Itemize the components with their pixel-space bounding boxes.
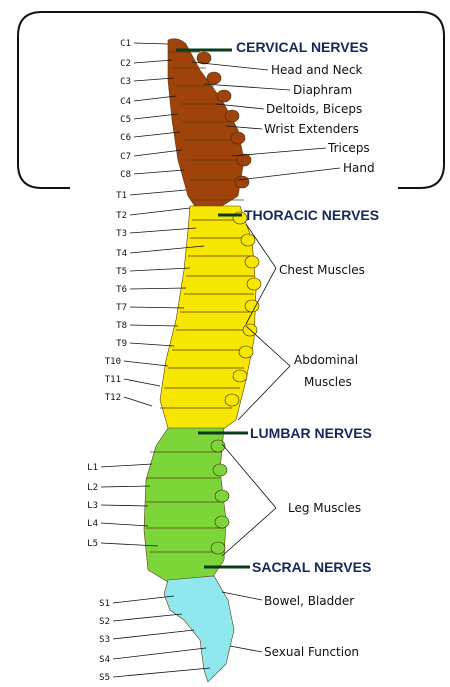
vertebra-lead-c8 bbox=[134, 170, 184, 174]
vertebra-lead-t10 bbox=[124, 361, 168, 366]
vertebra-label-l3: L3 bbox=[87, 501, 98, 511]
hand-label: Hand bbox=[343, 161, 375, 175]
spinous-process bbox=[215, 516, 229, 528]
bowel-bladder-label: Bowel, Bladder bbox=[264, 594, 354, 608]
vertebra-lead-s5 bbox=[113, 668, 210, 677]
vertebra-label-c5: C5 bbox=[120, 115, 131, 125]
vertebra-lead-t5 bbox=[130, 268, 190, 271]
vertebra-label-t9: T9 bbox=[116, 339, 127, 349]
vertebra-lead-t6 bbox=[130, 288, 186, 289]
spinous-process bbox=[217, 90, 231, 102]
vertebra-label-l4: L4 bbox=[87, 519, 98, 529]
bowel-lead bbox=[222, 592, 262, 600]
vertebra-lead-c2 bbox=[134, 60, 172, 63]
vertebra-lead-t1 bbox=[130, 190, 186, 195]
spine-column bbox=[144, 39, 261, 682]
vertebra-label-t2: T2 bbox=[116, 211, 127, 221]
vertebra-lead-l1 bbox=[101, 464, 152, 467]
cervical-nerves-label: CERVICAL NERVES bbox=[236, 39, 368, 55]
spinous-process bbox=[233, 370, 247, 382]
vertebra-lead-l2 bbox=[101, 486, 150, 487]
vertebra-label-s3: S3 bbox=[99, 635, 110, 645]
vertebra-label-t11: T11 bbox=[105, 375, 121, 385]
diaphram-label: Diaphram bbox=[293, 83, 352, 97]
vertebra-label-s4: S4 bbox=[99, 655, 110, 665]
abdominal-muscles-label: Muscles bbox=[304, 375, 352, 389]
spinous-process bbox=[225, 394, 239, 406]
vertebra-label-c8: C8 bbox=[120, 170, 131, 180]
vertebra-lead-t12 bbox=[124, 397, 152, 406]
sexual-lead bbox=[230, 646, 262, 652]
vertebra-lead-t9 bbox=[130, 343, 174, 346]
head-and-neck-label: Head and Neck bbox=[271, 63, 363, 77]
vertebra-label-s2: S2 bbox=[99, 617, 110, 627]
vertebra-label-l5: L5 bbox=[87, 539, 98, 549]
vertebra-label-t12: T12 bbox=[105, 393, 121, 403]
spinous-process bbox=[213, 464, 227, 476]
wrist-extenders-label: Wrist Extenders bbox=[264, 122, 359, 136]
vertebra-lead-s4 bbox=[113, 648, 206, 659]
vertebra-label-t3: T3 bbox=[116, 229, 127, 239]
spinous-process bbox=[237, 154, 251, 166]
vertebra-lead-l3 bbox=[101, 505, 148, 506]
vertebra-label-t7: T7 bbox=[116, 303, 127, 313]
spinous-process bbox=[245, 300, 259, 312]
triceps-label: Triceps bbox=[327, 141, 370, 155]
abdominal-label: Abdominal bbox=[294, 353, 358, 367]
triceps-lead bbox=[232, 148, 326, 156]
deltoids-biceps-label: Deltoids, Biceps bbox=[266, 102, 362, 116]
vertebra-lead-t8 bbox=[130, 325, 178, 326]
vertebra-label-c4: C4 bbox=[120, 97, 131, 107]
vertebra-label-t5: T5 bbox=[116, 267, 127, 277]
spinous-process bbox=[235, 176, 249, 188]
vertebra-lead-t3 bbox=[130, 228, 196, 233]
vertebra-lead-t11 bbox=[124, 379, 160, 386]
sacral-nerves-label: SACRAL NERVES bbox=[252, 559, 371, 575]
vertebra-lead-s1 bbox=[113, 596, 174, 603]
vertebra-lead-t2 bbox=[130, 208, 190, 215]
vertebra-lead-s3 bbox=[113, 630, 194, 639]
vertebra-label-c6: C6 bbox=[120, 133, 131, 143]
vertebra-lead-s2 bbox=[113, 614, 182, 621]
chest-muscles-label: Chest Muscles bbox=[279, 263, 365, 277]
vertebra-label-l1: L1 bbox=[87, 463, 98, 473]
diaphram-lead bbox=[204, 84, 290, 90]
sexual-function-label: Sexual Function bbox=[264, 645, 359, 659]
vertebra-lead-c6 bbox=[134, 132, 180, 137]
vertebra-label-c2: C2 bbox=[120, 59, 131, 69]
spinous-process bbox=[207, 72, 221, 84]
spinous-process bbox=[245, 256, 259, 268]
vertebra-label-c7: C7 bbox=[120, 152, 131, 162]
spinous-process bbox=[215, 490, 229, 502]
vertebra-label-c3: C3 bbox=[120, 77, 131, 87]
vertebra-lead-c7 bbox=[134, 150, 182, 156]
vertebra-label-s5: S5 bbox=[99, 673, 110, 683]
thoracic-nerves-label: THORACIC NERVES bbox=[244, 207, 379, 223]
vertebra-lead-l4 bbox=[101, 523, 148, 526]
vertebra-label-t1: T1 bbox=[116, 191, 127, 201]
leg-muscles-label: Leg Muscles bbox=[288, 501, 361, 515]
vertebra-label-t6: T6 bbox=[116, 285, 127, 295]
vertebra-label-l2: L2 bbox=[87, 483, 98, 493]
head-neck-lead bbox=[192, 62, 268, 70]
lumbar-nerves-label: LUMBAR NERVES bbox=[250, 425, 372, 441]
spinous-process bbox=[211, 542, 225, 554]
vertebra-label-t8: T8 bbox=[116, 321, 127, 331]
hand-lead bbox=[238, 168, 340, 180]
spinous-process bbox=[197, 52, 211, 64]
leg-bracket bbox=[222, 444, 276, 556]
vertebra-label-c1: C1 bbox=[120, 39, 131, 49]
vertebra-lead-t7 bbox=[130, 307, 184, 308]
vertebra-label-t4: T4 bbox=[116, 249, 127, 259]
vertebra-label-s1: S1 bbox=[99, 599, 110, 609]
spinous-process bbox=[231, 132, 245, 144]
vertebra-label-t10: T10 bbox=[105, 357, 121, 367]
spinous-process bbox=[247, 278, 261, 290]
spinous-process bbox=[241, 234, 255, 246]
vertebra-lead-c1 bbox=[134, 43, 168, 44]
spinous-process bbox=[225, 110, 239, 122]
spinous-process bbox=[211, 440, 225, 452]
spinous-process bbox=[239, 346, 253, 358]
